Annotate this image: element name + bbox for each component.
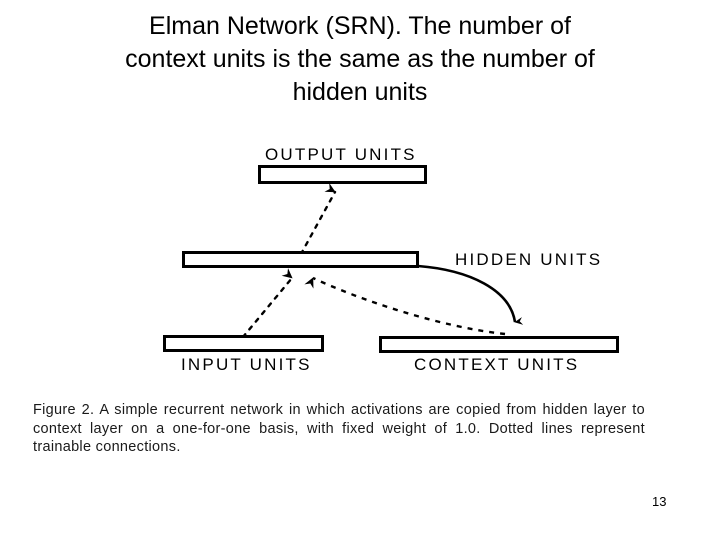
- layer-box-hidden: [182, 251, 419, 268]
- page-title: Elman Network (SRN). The number of conte…: [125, 12, 595, 106]
- layer-label-hidden: HIDDEN UNITS: [455, 250, 602, 269]
- connection-context-to-hidden: [304, 276, 506, 336]
- page-number: 13: [652, 494, 667, 509]
- connection-input-to-hidden: [241, 268, 294, 339]
- layer-label-output: OUTPUT UNITS: [265, 145, 417, 164]
- connection-hidden-to-context: [417, 264, 524, 325]
- layer-box-context: [379, 336, 619, 353]
- layer-label-context: CONTEXT UNITS: [414, 355, 579, 374]
- connection-hidden-to-output: [299, 183, 337, 256]
- figure-caption: Figure 2. A simple recurrent network in …: [33, 402, 645, 455]
- layer-label-input: INPUT UNITS: [181, 355, 312, 374]
- layer-box-input: [163, 335, 324, 352]
- layer-box-output: [258, 165, 427, 184]
